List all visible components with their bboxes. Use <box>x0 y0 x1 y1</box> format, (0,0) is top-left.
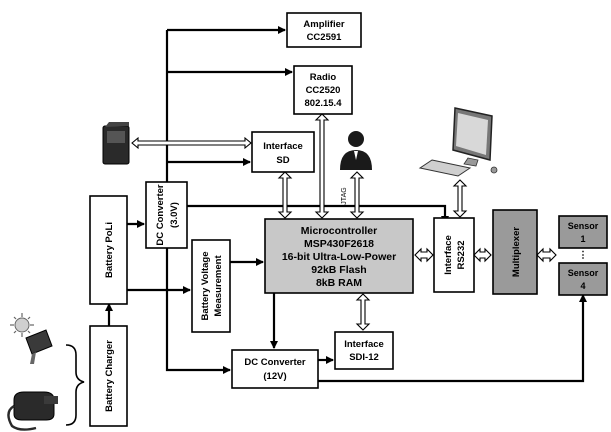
jtag-label: JTAG <box>341 187 348 204</box>
sensor-4-block: Sensor 4 <box>558 262 608 296</box>
battery-voltage-block: Battery Voltage Measurement <box>191 239 231 333</box>
link-rs232-mux <box>473 247 492 263</box>
battery-charger-label: Battery Charger <box>104 340 115 412</box>
rs232-label-1: Interface <box>443 235 454 275</box>
battery-poli-block: Battery PoLi <box>89 195 128 305</box>
link-mcu-rs232 <box>414 247 434 263</box>
amplifier-label-1: Amplifier <box>303 19 344 30</box>
battery-poli-label: Battery PoLi <box>104 222 115 278</box>
user-icon <box>340 131 372 170</box>
interface-sd-block: Interface SD <box>251 131 315 173</box>
link-mux-sensors <box>536 247 557 263</box>
sensor-ellipsis: ⋮ <box>578 250 588 261</box>
sensor-1-label-2: 1 <box>580 234 585 244</box>
interface-sd-label-2: SD <box>276 155 289 166</box>
sdi12-label-1: Interface <box>344 339 384 350</box>
radio-label-3: 802.15.4 <box>305 98 343 109</box>
dc-converter-12v-block: DC Converter (12V) <box>231 349 319 389</box>
link-jtag-mcu <box>349 171 365 219</box>
radio-label-1: Radio <box>310 72 337 83</box>
mcu-label-5: 8kB RAM <box>316 277 362 289</box>
mcu-label-3: 16-bit Ultra-Low-Power <box>282 251 396 263</box>
multiplexer-block: Multiplexer <box>492 209 538 295</box>
microcontroller-block: Microcontroller MSP430F2618 16-bit Ultra… <box>264 218 414 294</box>
computer-icon <box>418 107 498 177</box>
power-adapter-icon <box>7 391 58 431</box>
rs232-label-2: RS232 <box>456 240 467 269</box>
dc12v-label-1: DC Converter <box>244 357 306 368</box>
dc-converter-3v-block: DC Converter (3.0V) <box>145 181 188 249</box>
amplifier-label-2: CC2591 <box>307 32 343 43</box>
mcu-label-4: 92kB Flash <box>311 264 366 276</box>
dc3v-label-1: DC Converter <box>155 184 166 246</box>
sensor-1-label-1: Sensor <box>568 221 599 231</box>
bidirectional-links <box>131 113 557 331</box>
wire-to-dc12v <box>165 248 231 374</box>
input-brace <box>65 344 85 426</box>
battery-voltage-label-1: Battery Voltage <box>200 252 211 321</box>
mcu-label-1: Microcontroller <box>301 225 377 237</box>
radio-label-2: CC2520 <box>306 85 341 96</box>
dc12v-label-2: (12V) <box>263 371 286 382</box>
connections <box>105 26 587 383</box>
dc3v-label-2: (3.0V) <box>169 202 180 228</box>
battery-charger-block: Battery Charger <box>89 325 128 427</box>
interface-sd-label-1: Interface <box>263 141 303 152</box>
sensor-4-label-2: 4 <box>580 281 585 291</box>
link-sd-mcu <box>277 171 293 219</box>
sdi12-label-2: SDI-12 <box>349 352 379 363</box>
mcu-label-2: MSP430F2618 <box>304 238 374 250</box>
sd-card-icon <box>102 122 130 165</box>
multiplexer-label: Multiplexer <box>511 227 522 277</box>
wire-dc12v-to-sensors <box>318 294 587 383</box>
interface-sdi12-block: Interface SDI-12 <box>334 331 394 370</box>
link-sdcard-interface <box>131 136 252 150</box>
link-mcu-sdi12 <box>355 293 371 331</box>
link-radio-mcu <box>314 113 330 219</box>
sensor-1-block: Sensor 1 <box>558 215 608 249</box>
link-rs232-computer <box>452 179 468 218</box>
solar-panel-icon <box>10 313 53 364</box>
radio-block: Radio CC2520 802.15.4 <box>293 65 353 115</box>
amplifier-block: Amplifier CC2591 <box>286 12 362 48</box>
interface-rs232-block: Interface RS232 <box>433 217 475 293</box>
sensor-4-label-1: Sensor <box>568 268 599 278</box>
battery-voltage-label-2: Measurement <box>213 255 224 317</box>
